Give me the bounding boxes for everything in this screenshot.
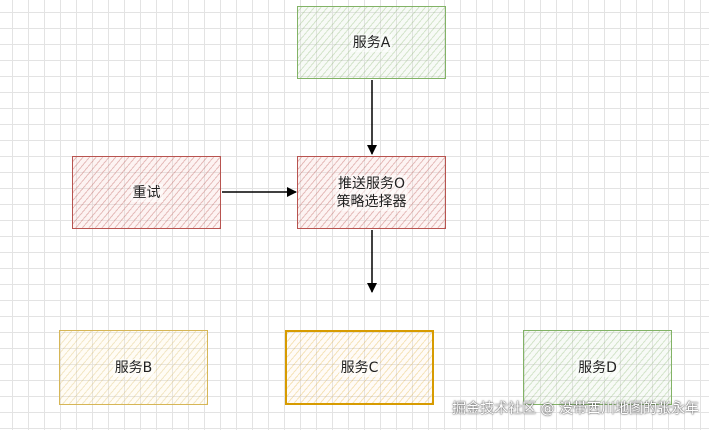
node-retry-label: 重试 — [130, 183, 163, 202]
node-service-d: 服务D — [523, 330, 672, 405]
node-service-b-label: 服务B — [112, 358, 155, 377]
watermark-text: 掘金技术社区 @ 没带西川地图的张永年 — [452, 401, 699, 417]
node-push-label-line2: 策略选择器 — [334, 192, 409, 211]
node-push-strategy-selector: 推送服务O 策略选择器 — [297, 156, 446, 229]
node-service-c: 服务C — [285, 330, 434, 405]
node-service-c-label: 服务C — [338, 358, 381, 377]
node-push-label-line1: 推送服务O — [335, 174, 408, 193]
node-retry: 重试 — [72, 156, 221, 229]
node-service-a-label: 服务A — [350, 33, 393, 52]
node-service-d-label: 服务D — [576, 358, 619, 377]
node-service-b: 服务B — [59, 330, 208, 405]
node-service-a: 服务A — [297, 6, 446, 79]
